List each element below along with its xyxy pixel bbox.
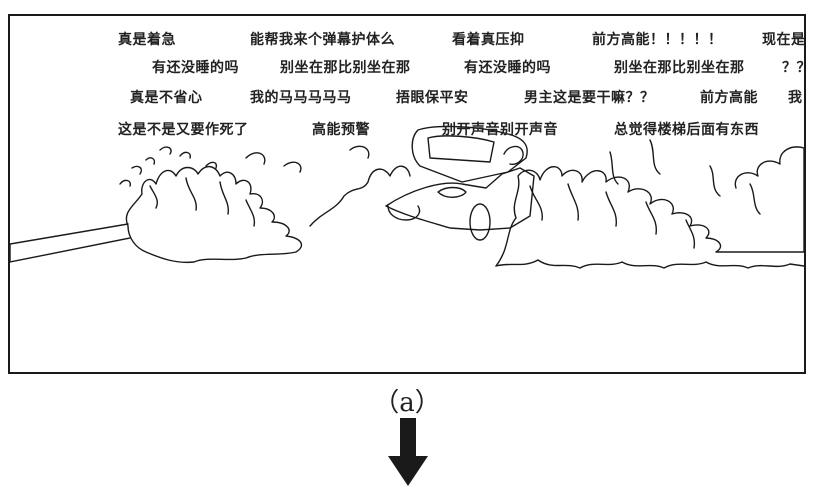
danmaku-item: 有还没睡的吗 (464, 60, 551, 76)
danmaku-item: 别开声音别开声音 (442, 122, 558, 138)
danmaku-item: 别坐在那比别坐在那 (614, 60, 745, 76)
arrow-down-icon (388, 418, 428, 486)
danmaku-item: 有还没睡的吗 (152, 60, 239, 76)
danmaku-item: 我 (788, 90, 803, 106)
figure-caption: （a） (373, 388, 441, 418)
right-vegetation (495, 146, 804, 267)
left-shrub (125, 166, 303, 264)
danmaku-item: 看着真压抑 (452, 32, 525, 48)
danmaku-item: 男主这是要干嘛？？ (524, 90, 655, 106)
danmaku-item: 别坐在那比别坐在那 (280, 60, 411, 76)
danmaku-item: 真是着急 (118, 32, 176, 48)
scene-line-drawing (10, 125, 804, 269)
danmaku-item: 前方高能 (700, 90, 758, 106)
danmaku-item: 总觉得楼梯后面有东西 (614, 122, 759, 138)
danmaku-item: ？？ (782, 60, 804, 76)
car-icon (385, 125, 535, 241)
danmaku-item: 前方高能！！！！！ (592, 32, 723, 48)
video-frame: 真是着急 能帮我来个弹幕护体么 看着真压抑 前方高能！！！！！ 现在是 有还没睡… (8, 14, 806, 374)
danmaku-item: 捂眼保平安 (396, 90, 469, 106)
danmaku-item: 我的马马马马马 (250, 90, 352, 106)
danmaku-item: 高能预警 (312, 122, 370, 138)
rail-icon (10, 223, 131, 263)
danmaku-item: 现在是 (762, 32, 806, 48)
danmaku-item: 能帮我来个弹幕护体么 (250, 32, 395, 48)
danmaku-item: 真是不省心 (130, 90, 203, 106)
danmaku-item: 这是不是又要作死了 (118, 122, 249, 138)
